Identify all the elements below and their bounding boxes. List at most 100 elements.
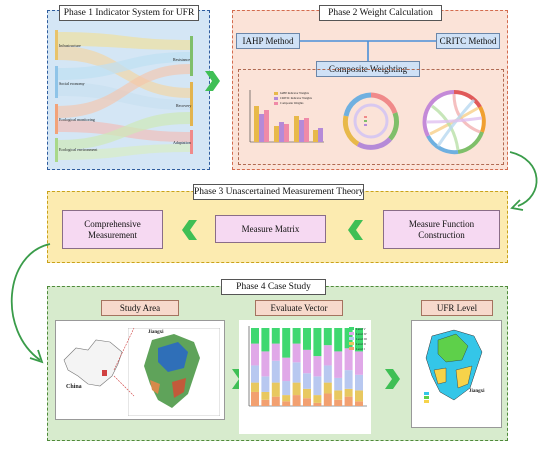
chevron-left-icon	[182, 220, 197, 240]
ufr-map-shape	[424, 329, 483, 403]
stacked-bar-segment	[271, 382, 280, 397]
stacked-bar-segment	[292, 362, 301, 383]
stacked-bar-segment	[261, 399, 270, 406]
stacked-bar-segment	[313, 395, 322, 403]
stacked-bar-segment	[271, 360, 280, 383]
stacked-bar-segment	[271, 396, 280, 406]
stacked-bar-segment	[344, 396, 353, 406]
callout-lines	[113, 327, 135, 397]
stacked-bar-segment	[251, 343, 259, 366]
stacked-bar-segment	[282, 401, 291, 406]
sankey-left-label-4: Ecological environment	[59, 147, 98, 152]
stack-legend-4: Level II	[356, 342, 366, 346]
stacked-bar-segment	[251, 328, 259, 344]
stacked-bar-segment	[303, 373, 311, 389]
phase2-title: Phase 2 Weight Calculation	[319, 5, 442, 21]
stacked-bar-segment	[355, 351, 363, 375]
sankey-right-label-2: Recovery	[176, 103, 192, 108]
stacked-bar-segment	[334, 399, 343, 406]
stack-legend-1: Level V	[356, 327, 366, 331]
stack-legend-3: Level III	[356, 337, 367, 341]
stacked-bar-segment	[323, 365, 332, 383]
china-label: China	[66, 384, 82, 390]
stacked-bar-segment	[261, 376, 270, 392]
stacked-bar-segment	[251, 382, 259, 392]
sankey-right-label-3: Adaptation	[173, 140, 191, 145]
stacked-bar-segment	[344, 388, 353, 397]
stacked-bar-segment	[271, 343, 280, 361]
stacked-bar-segment	[323, 345, 332, 366]
sankey-left-label-1: Infrastructure	[59, 43, 81, 48]
stacked-bar-segment	[292, 382, 301, 396]
stacked-bar-segment	[323, 382, 332, 394]
stacked-bar-chart	[248, 326, 367, 407]
stacked-bar-segment	[323, 393, 332, 406]
stacked-bar-segment	[344, 370, 353, 389]
legend-swatch	[349, 327, 354, 330]
stacked-bar-segment	[251, 365, 259, 383]
stacked-bar-segment	[261, 391, 270, 400]
sankey-left-label-3: Ecological monitoring	[59, 117, 95, 122]
legend-swatch	[349, 347, 354, 350]
weights-bar-chart	[249, 90, 324, 143]
stacked-bar-segment	[282, 395, 291, 402]
evaluate-vector-box: Evaluate Vector	[255, 300, 343, 316]
sankey-right-label-1: Resistance	[173, 57, 191, 62]
stacked-bar-segment	[355, 328, 363, 352]
stacked-bar-segment	[292, 328, 301, 344]
measure-matrix-box: Measure Matrix	[215, 215, 326, 243]
stacked-bar-segment	[344, 328, 353, 349]
stacked-bar-segment	[292, 395, 301, 406]
chevron-right-icon	[385, 369, 400, 389]
legend-swatch	[349, 337, 354, 340]
stacked-bar-segment	[313, 402, 322, 406]
stacked-bar-segment	[261, 351, 270, 377]
jiangxi-label: Jiangxi	[148, 330, 164, 335]
weights-ring-chart	[342, 92, 400, 150]
stacked-bar-segment	[323, 328, 332, 346]
measure-function-box: Measure Function Construction	[383, 210, 500, 249]
composite-charts-frame	[238, 69, 504, 165]
stacked-bar-segment	[303, 349, 311, 374]
stacked-bar-segment	[344, 348, 353, 371]
sankey-diagram	[55, 30, 193, 162]
stacked-bar-segment	[282, 328, 291, 358]
bar-legend-3: Composite Weights	[280, 101, 304, 105]
chevron-left-icon	[348, 220, 363, 240]
arrow-phase3-to-phase4	[10, 243, 51, 364]
legend-swatch	[349, 332, 354, 335]
weighting-connector	[300, 40, 436, 61]
stacked-bar-segment	[334, 328, 343, 352]
bar-legend-1: IAHP Indicator Weights	[280, 91, 309, 95]
stacked-bar-segment	[303, 388, 311, 399]
stacked-bar-segment	[261, 328, 270, 352]
stack-legend-5: Level I	[356, 347, 365, 351]
stacked-bar-segment	[334, 390, 343, 400]
jiangxi-map	[128, 328, 220, 416]
stacked-bar-segment	[292, 343, 301, 363]
stacked-bar-segment	[303, 398, 311, 406]
study-area-box: Study Area	[101, 300, 179, 316]
china-outline	[63, 339, 123, 387]
sankey-left-label-2: Social economy	[59, 81, 85, 86]
phase1-title: Phase 1 Indicator System for UFR	[59, 5, 199, 21]
weights-chord-chart	[422, 89, 486, 155]
stack-legend-2: Level IV	[356, 332, 367, 336]
stacked-bar-segment	[303, 328, 311, 350]
stacked-bar-segment	[334, 351, 343, 378]
legend-swatch	[349, 342, 354, 345]
stacked-bar-segment	[251, 391, 259, 406]
phase3-title: Phase 3 Unascertained Measurement Theory	[193, 184, 364, 200]
phase4-title: Phase 4 Case Study	[221, 279, 326, 295]
ufr-jiangxi-label: Jiangxi	[469, 389, 485, 394]
comprehensive-measurement-box: Comprehensive Measurement	[62, 210, 163, 249]
arrow-phase2-to-phase3	[509, 151, 538, 211]
stacked-bar-segment	[282, 357, 291, 382]
stacked-bar-segment	[355, 390, 363, 402]
stacked-bar-segment	[355, 374, 363, 391]
critic-method-box: CRITC Method	[436, 33, 500, 49]
stacked-bar-segment	[313, 376, 322, 396]
stacked-bar-segment	[313, 356, 322, 377]
stacked-bar-segment	[355, 401, 363, 406]
ufr-level-box: UFR Level	[421, 300, 493, 316]
